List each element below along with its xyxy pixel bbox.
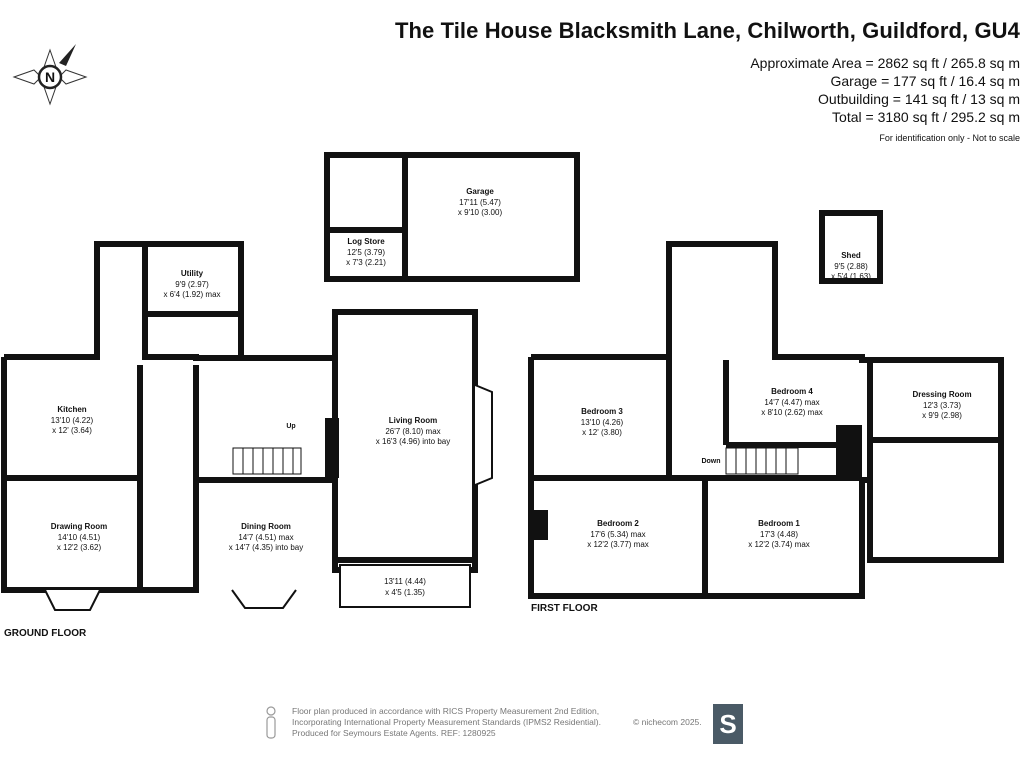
copyright: © nichecom 2025. [633, 717, 702, 727]
first-stairs [725, 447, 799, 475]
first-floor-label: FIRST FLOOR [531, 603, 598, 614]
garage-name: Garage [466, 187, 494, 196]
stairs-down-label: Down [701, 458, 720, 465]
property-title: The Tile House Blacksmith Lane, Chilwort… [394, 18, 1020, 43]
identification-note: For identification only - Not to scale [879, 133, 1020, 143]
living-room-dim: x 16'3 (4.96) into bay [376, 437, 450, 446]
shed-dim: 9'5 (2.88) [834, 262, 868, 271]
living-room-bay [474, 384, 493, 486]
footer-line: Produced for Seymours Estate Agents. REF… [292, 728, 496, 738]
utility-dim: 9'9 (2.97) [175, 280, 209, 289]
living-room-name: Living Room [389, 416, 437, 425]
ground-floor-label: GROUND FLOOR [4, 628, 87, 639]
utility-name: Utility [181, 269, 204, 278]
log-store-name: Log Store [347, 237, 385, 246]
approximate-area: Approximate Area = 2862 sq ft / 265.8 sq… [750, 55, 1020, 71]
fireplace [534, 510, 548, 540]
conservatory [339, 564, 471, 608]
dining-room-bay [231, 589, 297, 609]
kitchen-dim: x 12' (3.64) [52, 426, 92, 435]
bedroom2-name: Bedroom 2 [597, 519, 639, 528]
kitchen-name: Kitchen [57, 405, 86, 414]
fireplace [836, 425, 862, 480]
dining-room-dim: 14'7 (4.51) max [238, 533, 293, 542]
bedroom1-name: Bedroom 1 [758, 519, 800, 528]
log-store-dim: 12'5 (3.79) [347, 248, 385, 257]
conservatory-dim: x 4'5 (1.35) [385, 588, 425, 597]
footer-text: Floor plan produced in accordance with R… [292, 706, 601, 739]
bedroom1-dim: 17'3 (4.48) [760, 530, 798, 539]
ground-stairs [232, 447, 302, 475]
area-summary: Approximate Area = 2862 sq ft / 265.8 sq… [750, 54, 1020, 143]
log-store-dim: x 7'3 (2.21) [346, 258, 386, 267]
bedroom4-dim: 14'7 (4.47) max [764, 398, 819, 407]
bedroom4-name: Bedroom 4 [771, 387, 813, 396]
kitchen-dim: 13'10 (4.22) [51, 416, 94, 425]
dining-room-name: Dining Room [241, 522, 291, 531]
utility-dim: x 6'4 (1.92) max [163, 290, 220, 299]
compass-letter: N [45, 69, 55, 85]
living-room-dim: 26'7 (8.10) max [385, 427, 440, 436]
shed-dim: x 5'4 (1.63) [831, 272, 871, 281]
dressing-room-dim: x 9'9 (2.98) [922, 411, 962, 420]
bedroom3-dim: x 12' (3.80) [582, 428, 622, 437]
stairs-up-label: Up [286, 423, 295, 430]
bedroom3-name: Bedroom 3 [581, 407, 623, 416]
garage-wall [324, 152, 580, 282]
drawing-room-bay [44, 589, 101, 611]
outbuilding-area: Outbuilding = 141 sq ft / 13 sq m [818, 91, 1020, 107]
conservatory-dim: 13'11 (4.44) [384, 577, 426, 586]
compass-icon: N [12, 44, 88, 106]
first-floor-wall [528, 241, 1004, 599]
footer-line: Floor plan produced in accordance with R… [292, 706, 600, 716]
dressing-room-name: Dressing Room [912, 390, 971, 399]
bedroom3-dim: 13'10 (4.26) [581, 418, 624, 427]
drawing-room-name: Drawing Room [51, 522, 107, 531]
garage-dim: x 9'10 (3.00) [458, 208, 503, 217]
drawing-room-dim: x 12'2 (3.62) [57, 543, 102, 552]
bedroom2-dim: 17'6 (5.34) max [590, 530, 645, 539]
fireplace [325, 418, 339, 478]
seymours-logo: S [713, 704, 743, 744]
dining-room-dim: x 14'7 (4.35) into bay [229, 543, 303, 552]
footer-line: Incorporating International Property Mea… [292, 717, 601, 727]
bedroom1-dim: x 12'2 (3.74) max [748, 540, 810, 549]
dressing-room-dim: 12'3 (3.73) [923, 401, 961, 410]
utility-wall [145, 241, 244, 357]
garage-area: Garage = 177 sq ft / 16.4 sq m [830, 73, 1021, 89]
bedroom4-dim: x 8'10 (2.62) max [761, 408, 823, 417]
shed-wall [819, 210, 883, 284]
drawing-room-dim: 14'10 (4.51) [58, 533, 101, 542]
bedroom2-dim: x 12'2 (3.77) max [587, 540, 649, 549]
person-icon [266, 706, 276, 739]
garage-dim: 17'11 (5.47) [459, 198, 501, 207]
shed-name: Shed [841, 251, 861, 260]
total-area: Total = 3180 sq ft / 295.2 sq m [832, 109, 1020, 125]
